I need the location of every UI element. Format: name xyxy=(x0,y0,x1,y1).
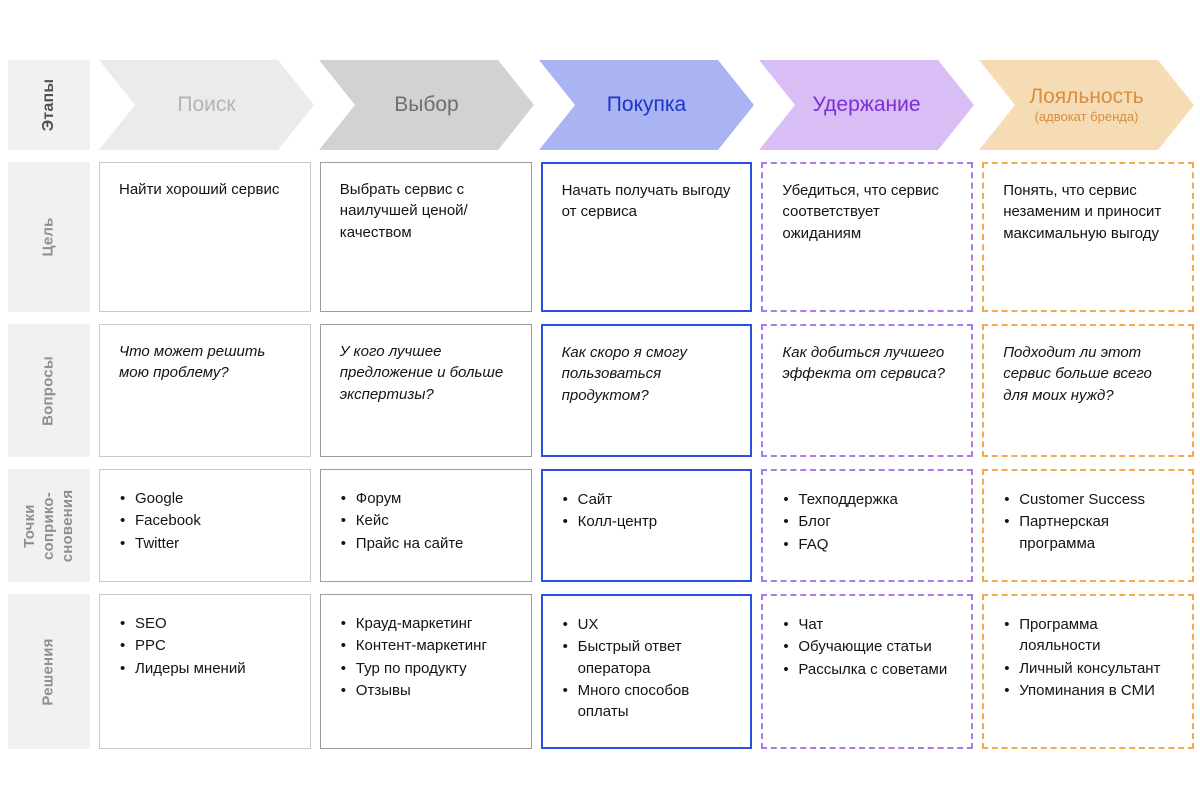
goal-cell-purchase: Начать получать выгоду от сервиса xyxy=(540,162,753,312)
stages-arrow-band: Поиск Выбор Покупка Удержание Лояльность… xyxy=(99,60,1194,150)
goal-text: Найти хороший сервис xyxy=(119,181,280,198)
list-item: Чат xyxy=(782,614,957,636)
list-item: SEO xyxy=(119,613,296,635)
list-item: Колл-центр xyxy=(562,511,737,533)
goal-cell-choice: Выбрать сервис с наилучшей ценой/качеств… xyxy=(319,162,532,312)
question-cell-search: Что может решить мою проблему? xyxy=(99,324,311,457)
solutions-list: Чат Обучающие статьи Рассылка с советами xyxy=(782,614,957,680)
list-item: Техподдержка xyxy=(782,489,957,511)
touchpoints-list: Форум Кейс Прайс на сайте xyxy=(340,488,517,554)
question-cell-choice: У кого лучшее предложение и больше экспе… xyxy=(319,324,532,457)
list-item: Отзывы xyxy=(340,680,517,702)
list-item: Программа лояльности xyxy=(1003,614,1178,657)
question-text: У кого лучшее предложение и больше экспе… xyxy=(339,343,504,403)
list-item: Рассылка с советами xyxy=(782,659,957,681)
question-text: Подходит ли этот сервис больше всего для… xyxy=(1003,344,1152,404)
goal-cell-search: Найти хороший сервис xyxy=(99,162,311,312)
list-item: Google xyxy=(119,488,296,510)
goal-text: Понять, что сервис незаменим и приносит … xyxy=(1003,182,1162,242)
row-label-touchpoints-text: Точки соприко- сновения xyxy=(21,489,77,562)
list-item: Контент-маркетинг xyxy=(340,635,517,657)
touchpoints-list: Техподдержка Блог FAQ xyxy=(782,489,957,555)
row-label-stages-text: Этапы xyxy=(40,78,57,132)
list-item: PPC xyxy=(119,635,296,657)
list-item: Обучающие статьи xyxy=(782,636,957,658)
row-label-stages: Этапы xyxy=(8,60,90,150)
solutions-list: Программа лояльности Личный консультант … xyxy=(1003,614,1178,701)
solutions-cell-retention: Чат Обучающие статьи Рассылка с советами xyxy=(761,594,974,749)
row-label-solutions-text: Решения xyxy=(39,637,57,706)
row-label-goal-text: Цель xyxy=(39,217,57,257)
solutions-cell-choice: Крауд-маркетинг Контент-маркетинг Тур по… xyxy=(319,594,532,749)
solutions-list: Крауд-маркетинг Контент-маркетинг Тур по… xyxy=(340,613,517,701)
stage-chevron-purchase: Покупка xyxy=(539,60,754,150)
question-text: Как скоро я смогу пользоваться продуктом… xyxy=(561,344,688,404)
solutions-list: UX Быстрый ответ оператора Много способо… xyxy=(562,614,737,722)
row-label-goal: Цель xyxy=(8,162,90,312)
touchpoints-label-line: соприко- xyxy=(39,491,57,560)
list-item: Facebook xyxy=(119,510,296,532)
touchpoints-list: Сайт Колл-центр xyxy=(562,489,737,533)
goal-cell-retention: Убедиться, что сервис соответствует ожид… xyxy=(761,162,974,312)
question-text: Что может решить мою проблему? xyxy=(119,343,266,382)
touchpoints-list: Customer Success Партнерская программа xyxy=(1003,489,1178,554)
touchpoints-cell-search: Google Facebook Twitter xyxy=(99,469,311,582)
list-item: Партнерская программа xyxy=(1003,511,1178,554)
touchpoints-cell-purchase: Сайт Колл-центр xyxy=(540,469,753,582)
list-item: Twitter xyxy=(119,533,296,555)
touchpoints-cell-choice: Форум Кейс Прайс на сайте xyxy=(319,469,532,582)
question-text: Как добиться лучшего эффекта от сервиса? xyxy=(782,344,945,383)
question-cell-purchase: Как скоро я смогу пользоваться продуктом… xyxy=(540,324,753,457)
list-item: Прайс на сайте xyxy=(340,533,517,555)
row-label-solutions: Решения xyxy=(8,594,90,749)
solutions-cell-search: SEO PPC Лидеры мнений xyxy=(99,594,311,749)
list-item: Много способов оплаты xyxy=(562,680,737,723)
question-cell-loyalty: Подходит ли этот сервис больше всего для… xyxy=(982,324,1194,457)
stage-chevron-retention: Удержание xyxy=(759,60,974,150)
list-item: Быстрый ответ оператора xyxy=(562,636,737,679)
touchpoints-cell-loyalty: Customer Success Партнерская программа xyxy=(982,469,1194,582)
goal-text: Выбрать сервис с наилучшей ценой/качеств… xyxy=(339,181,468,241)
stage-label: Удержание xyxy=(812,92,921,116)
touchpoints-cell-retention: Техподдержка Блог FAQ xyxy=(761,469,974,582)
list-item: Лидеры мнений xyxy=(119,658,296,680)
list-item: Блог xyxy=(782,511,957,533)
row-label-questions-text: Вопросы xyxy=(39,355,57,426)
list-item: Тур по продукту xyxy=(340,658,517,680)
goal-text: Убедиться, что сервис соответствует ожид… xyxy=(782,182,939,242)
list-item: Крауд-маркетинг xyxy=(340,613,517,635)
list-item: Кейс xyxy=(340,510,517,532)
stage-label: Выбор xyxy=(394,92,459,116)
goal-cell-loyalty: Понять, что сервис незаменим и приносит … xyxy=(982,162,1194,312)
list-item: UX xyxy=(562,614,737,636)
stage-chevron-search: Поиск xyxy=(99,60,314,150)
solutions-list: SEO PPC Лидеры мнений xyxy=(119,613,296,679)
list-item: FAQ xyxy=(782,534,957,556)
touchpoints-label-line: Точки xyxy=(20,503,38,548)
stage-sublabel: (адвокат бренда) xyxy=(1034,109,1139,125)
stage-chevron-loyalty: Лояльность (адвокат бренда) xyxy=(979,60,1194,150)
list-item: Личный консультант xyxy=(1003,658,1178,680)
customer-journey-map: Этапы Поиск Выбор Покупка Удержание Лоял… xyxy=(8,60,1194,749)
list-item: Упоминания в СМИ xyxy=(1003,680,1178,702)
question-cell-retention: Как добиться лучшего эффекта от сервиса? xyxy=(761,324,974,457)
touchpoints-list: Google Facebook Twitter xyxy=(119,488,296,554)
stage-label: Покупка xyxy=(606,92,687,116)
list-item: Форум xyxy=(340,488,517,510)
goal-text: Начать получать выгоду от сервиса xyxy=(561,182,731,221)
solutions-cell-purchase: UX Быстрый ответ оператора Много способо… xyxy=(540,594,753,749)
list-item: Customer Success xyxy=(1003,489,1178,511)
touchpoints-label-line: сновения xyxy=(58,489,76,562)
stage-label: Лояльность xyxy=(1029,85,1144,109)
solutions-cell-loyalty: Программа лояльности Личный консультант … xyxy=(982,594,1194,749)
stage-chevron-choice: Выбор xyxy=(319,60,534,150)
stage-label: Поиск xyxy=(177,92,236,116)
row-label-questions: Вопросы xyxy=(8,324,90,457)
row-label-touchpoints: Точки соприко- сновения xyxy=(8,469,90,582)
list-item: Сайт xyxy=(562,489,737,511)
